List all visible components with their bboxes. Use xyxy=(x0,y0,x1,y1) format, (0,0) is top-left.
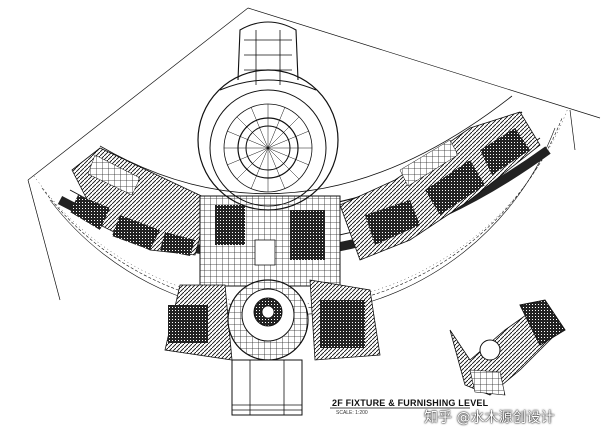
drawing-scale-note: SCALE: 1:200 xyxy=(336,410,368,416)
upper-tower xyxy=(219,21,317,91)
entrance-corridor xyxy=(231,359,303,416)
right-wing-rooms xyxy=(339,111,541,261)
site-boundary xyxy=(27,7,601,301)
upper-rotunda xyxy=(197,69,339,211)
lower-rotunda xyxy=(227,279,309,361)
drawing-title: 2F FIXTURE & FURNISHING LEVEL xyxy=(332,398,489,408)
key-plan xyxy=(449,299,566,396)
central-block xyxy=(164,195,381,361)
watermark-text: 知乎 @水木源创设计 xyxy=(424,410,555,426)
left-wing-rooms xyxy=(70,147,211,256)
